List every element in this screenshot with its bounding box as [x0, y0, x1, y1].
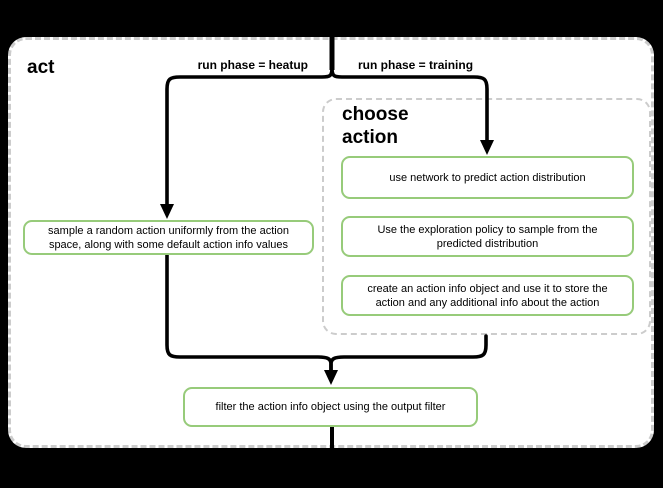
node-create-action-info: create an action info object and use it … [341, 275, 634, 316]
branch-label-training: run phase = training [358, 58, 474, 72]
node-filter-action-info: filter the action info object using the … [183, 387, 478, 427]
node-sample-random-action: sample a random action uniformly from th… [23, 220, 314, 255]
node-predict-action-distribution: use network to predict action distributi… [341, 156, 634, 199]
node-exploration-policy-sample: Use the exploration policy to sample fro… [341, 216, 634, 257]
act-title: act [27, 57, 55, 78]
branch-label-heatup: run phase = heatup [197, 58, 308, 72]
choose-action-title: choose action [342, 104, 409, 148]
